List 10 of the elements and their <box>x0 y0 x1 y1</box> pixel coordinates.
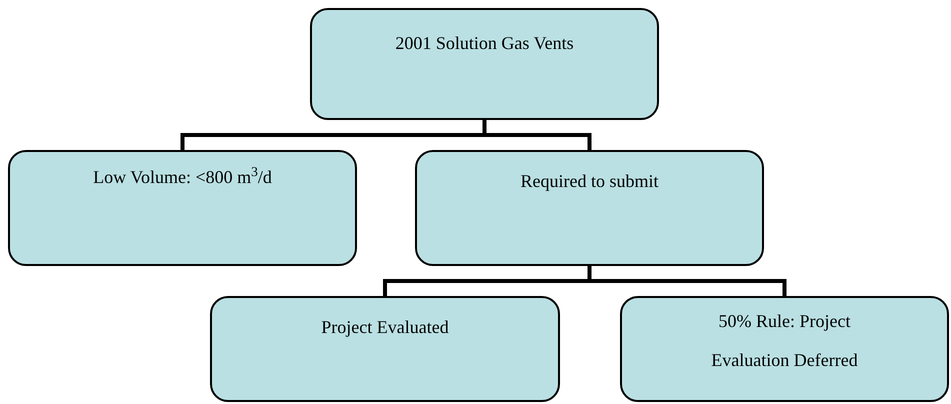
box-label: Required to submit <box>520 170 658 193</box>
rounded-box <box>8 150 357 266</box>
rounded-box <box>310 8 659 120</box>
box-label: Low Volume: <800 m$^{3}$/d <box>93 163 272 189</box>
rounded-box <box>210 296 560 402</box>
rounded-box <box>415 150 764 266</box>
box-label: 2001 Solution Gas Vents <box>395 32 574 55</box>
box-label: Project Evaluated <box>321 316 449 339</box>
box-label: 50% Rule: Project Evaluation Deferred <box>710 310 859 372</box>
rounded-box <box>620 296 949 402</box>
